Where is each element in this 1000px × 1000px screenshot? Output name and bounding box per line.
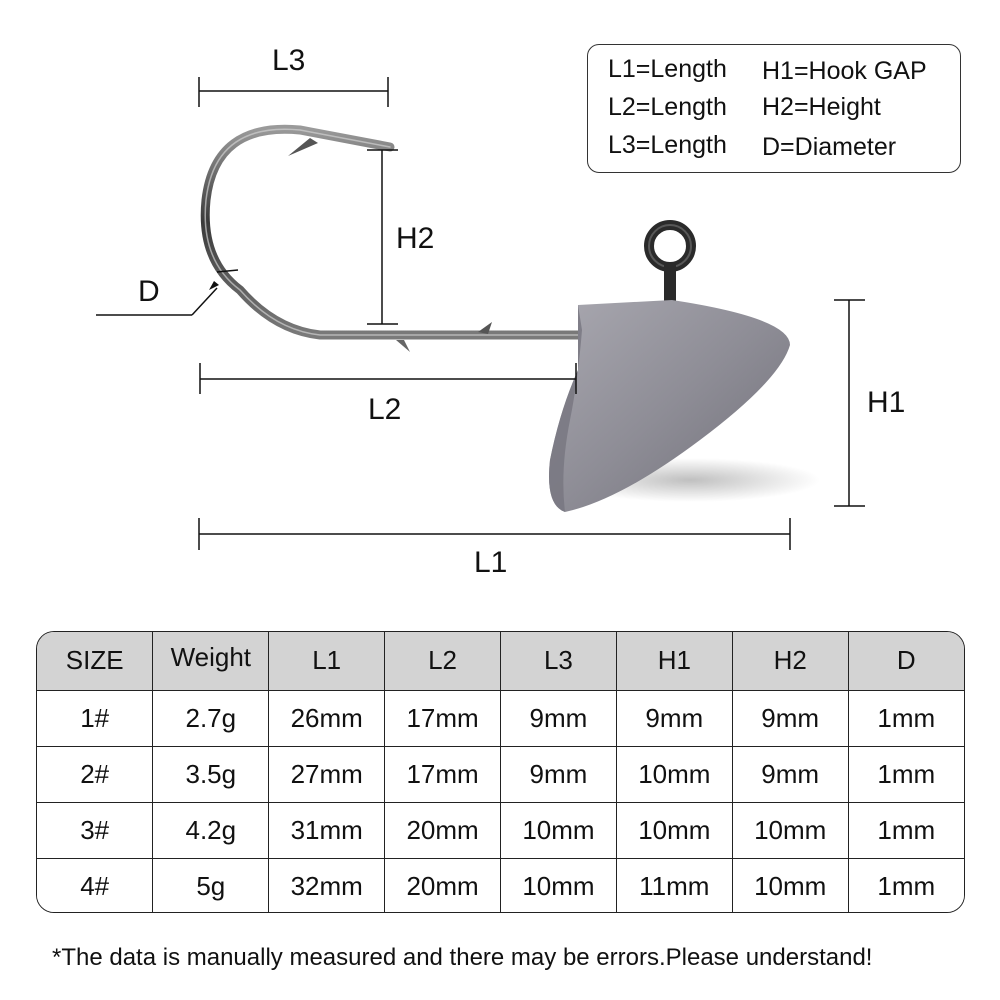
cell-l3: 10mm	[500, 801, 617, 859]
legend-item-d: D=Diameter	[762, 133, 897, 161]
table-row: 3# 4.2g 31mm 20mm 10mm 10mm 10mm 1mm	[37, 801, 964, 859]
cell-l1: 31mm	[268, 801, 386, 859]
d-pointer-line	[96, 269, 239, 316]
cell-d: 1mm	[847, 689, 964, 747]
legend-item-h2: H2=Height	[762, 93, 881, 121]
l3-label: L3	[272, 44, 306, 77]
line-eye-icon	[644, 220, 696, 306]
table-row: 2# 3.5g 27mm 17mm 9mm 10mm 9mm 1mm	[37, 745, 964, 803]
hook-icon	[200, 124, 585, 352]
cell-weight: 2.7g	[152, 689, 270, 747]
cell-h2: 10mm	[731, 801, 849, 859]
cell-h1: 9mm	[615, 689, 733, 747]
l1-dimension-line	[198, 518, 791, 550]
h2-dimension-line	[367, 149, 398, 325]
cell-size: 1#	[37, 689, 154, 747]
h1-label: H1	[867, 386, 906, 419]
header-l3: L3	[500, 632, 617, 691]
cell-h2: 9mm	[731, 745, 849, 803]
header-d: D	[847, 632, 964, 691]
cell-l2: 17mm	[384, 689, 501, 747]
hook-diagram	[96, 77, 865, 550]
jig-head-icon	[549, 300, 790, 512]
table-row: 4# 5g 32mm 20mm 10mm 11mm 10mm 1mm	[37, 857, 964, 912]
cell-h1: 11mm	[615, 857, 733, 912]
legend-box: L1=Length L2=Length L3=Length H1=Hook GA…	[587, 44, 961, 173]
d-label: D	[138, 275, 160, 308]
cell-h1: 10mm	[615, 801, 733, 859]
legend-item-l2: L2=Length	[608, 93, 727, 121]
arrow-icon	[209, 281, 219, 290]
cell-weight: 5g	[152, 857, 270, 912]
table-row: 1# 2.7g 26mm 17mm 9mm 9mm 9mm 1mm	[37, 689, 964, 747]
cell-l2: 20mm	[384, 801, 501, 859]
h1-dimension-line	[834, 299, 865, 507]
cell-h2: 10mm	[731, 857, 849, 912]
cell-size: 3#	[37, 801, 154, 859]
cell-l3: 10mm	[500, 857, 617, 912]
measurement-disclaimer: *The data is manually measured and there…	[52, 944, 873, 971]
l1-label: L1	[474, 546, 508, 579]
cell-l3: 9mm	[500, 745, 617, 803]
cell-l2: 17mm	[384, 745, 501, 803]
cell-size: 4#	[37, 857, 154, 912]
cell-d: 1mm	[847, 745, 964, 803]
cell-l2: 20mm	[384, 857, 501, 912]
cell-size: 2#	[37, 745, 154, 803]
cell-l1: 26mm	[268, 689, 386, 747]
legend-item-l1: L1=Length	[608, 55, 727, 83]
cell-h2: 9mm	[731, 689, 849, 747]
l3-dimension-line	[198, 77, 389, 107]
cell-l1: 32mm	[268, 857, 386, 912]
table-header-row: SIZE Weight L1 L2 L3 H1 H2 D	[37, 632, 964, 691]
header-h2: H2	[731, 632, 849, 691]
cell-l3: 9mm	[500, 689, 617, 747]
legend-item-l3: L3=Length	[608, 131, 727, 159]
l2-dimension-line	[199, 363, 577, 394]
legend-item-h1: H1=Hook GAP	[762, 57, 927, 85]
cell-d: 1mm	[847, 801, 964, 859]
header-l2: L2	[384, 632, 501, 691]
header-h1: H1	[615, 632, 733, 691]
header-l1: L1	[268, 632, 386, 691]
cell-weight: 3.5g	[152, 745, 270, 803]
cell-d: 1mm	[847, 857, 964, 912]
cell-h1: 10mm	[615, 745, 733, 803]
size-spec-table: SIZE Weight L1 L2 L3 H1 H2 D 1# 2.7g 26m…	[36, 631, 965, 913]
cell-l1: 27mm	[268, 745, 386, 803]
l2-label: L2	[368, 393, 402, 426]
h2-label: H2	[396, 222, 435, 255]
header-size: SIZE	[37, 632, 154, 691]
header-weight: Weight	[152, 632, 270, 691]
cell-weight: 4.2g	[152, 801, 270, 859]
